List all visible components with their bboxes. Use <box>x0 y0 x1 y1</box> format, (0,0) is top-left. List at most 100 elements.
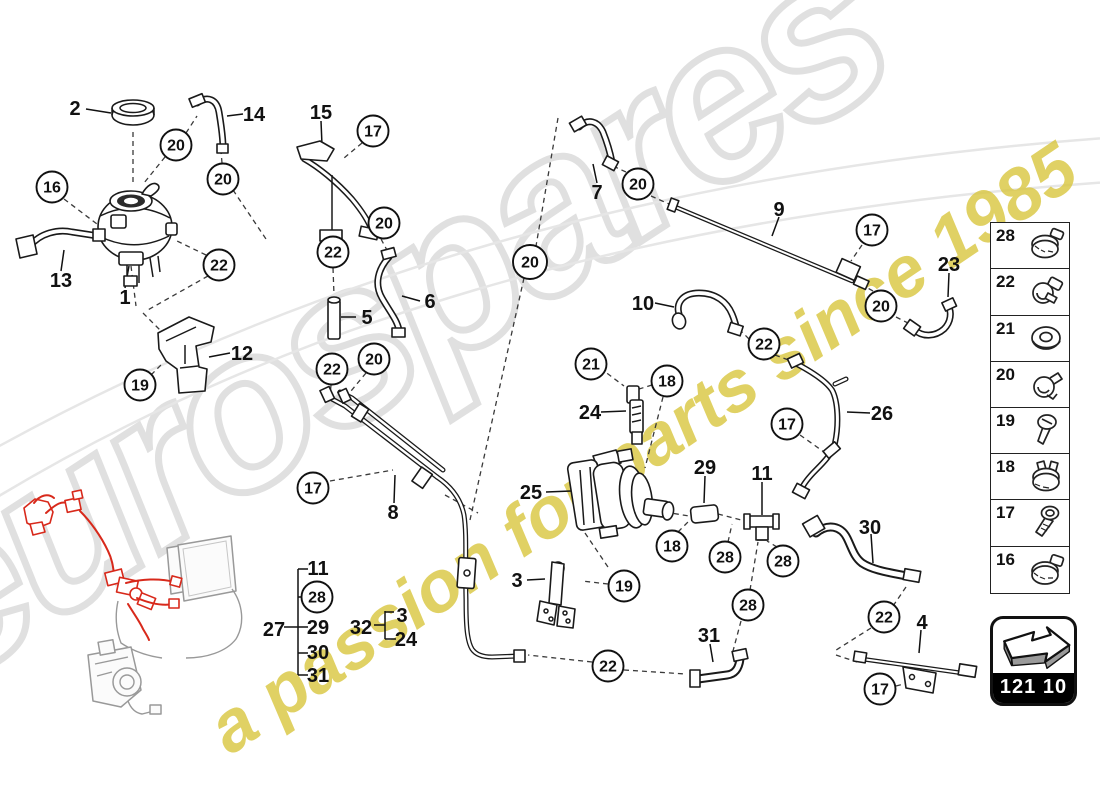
part-callout-number: 20 <box>521 255 539 272</box>
part-callout-number: 20 <box>872 299 890 316</box>
part-number-label-6[interactable]: 6 <box>424 291 435 313</box>
part-callout-22[interactable]: 22 <box>867 600 901 634</box>
spring-clip-icon <box>1025 364 1069 406</box>
part-callout-17[interactable]: 17 <box>770 407 804 441</box>
part-number-label-32[interactable]: 32 <box>350 617 372 639</box>
part-drawing-bracket-3 <box>536 561 576 629</box>
legend-item-22[interactable]: 22 <box>990 268 1070 317</box>
part-number-label-25[interactable]: 25 <box>520 482 542 504</box>
diagram-code-box[interactable]: 121 10 <box>990 616 1077 706</box>
part-drawing-pipe-8 <box>319 385 526 663</box>
legend-item-number: 22 <box>996 272 1015 292</box>
legend-item-19[interactable]: 19 <box>990 407 1070 456</box>
part-callout-28[interactable]: 28 <box>766 544 800 578</box>
part-callout-20[interactable]: 20 <box>864 289 898 323</box>
part-number-label-31[interactable]: 31 <box>307 665 329 687</box>
part-callout-28[interactable]: 28 <box>731 588 765 622</box>
part-drawing-pipe-9 <box>666 197 870 291</box>
part-callout-number: 28 <box>716 550 734 567</box>
part-callout-28[interactable]: 28 <box>708 540 742 574</box>
part-number-label-31[interactable]: 31 <box>698 625 720 647</box>
part-number-label-11[interactable]: 11 <box>307 558 328 580</box>
part-number-label-29[interactable]: 29 <box>694 457 716 479</box>
part-callout-28[interactable]: 28 <box>300 580 334 614</box>
part-drawing-cap-2 <box>111 99 155 126</box>
part-callout-number: 19 <box>131 378 149 395</box>
part-callout-22[interactable]: 22 <box>315 352 349 386</box>
part-callout-18[interactable]: 18 <box>655 529 689 563</box>
part-callout-20[interactable]: 20 <box>621 167 655 201</box>
part-number-label-30[interactable]: 30 <box>859 517 881 539</box>
part-callout-17[interactable]: 17 <box>855 213 889 247</box>
part-callout-22[interactable]: 22 <box>316 235 350 269</box>
legend-item-number: 21 <box>996 318 1015 338</box>
part-number-label-27[interactable]: 27 <box>263 619 285 641</box>
watermark: eurospares a passion for parts since 198… <box>0 0 1100 769</box>
part-callout-number: 17 <box>778 417 796 434</box>
part-callout-number: 19 <box>615 579 633 596</box>
part-callout-20[interactable]: 20 <box>159 128 193 162</box>
part-number-label-15[interactable]: 15 <box>310 102 332 124</box>
part-number-label-2[interactable]: 2 <box>69 98 80 120</box>
part-number-label-3[interactable]: 3 <box>511 570 522 592</box>
part-number-label-13[interactable]: 13 <box>50 270 72 292</box>
part-drawing-bracket-12 <box>157 316 215 394</box>
legend-item-20[interactable]: 20 <box>990 360 1070 409</box>
part-callout-20[interactable]: 20 <box>357 342 391 376</box>
part-number-label-23[interactable]: 23 <box>938 254 960 276</box>
part-number-label-26[interactable]: 26 <box>871 403 893 425</box>
part-number-label-29[interactable]: 29 <box>307 617 329 639</box>
part-callout-number: 22 <box>875 610 893 627</box>
part-number-label-10[interactable]: 10 <box>632 293 654 315</box>
part-callout-20[interactable]: 20 <box>512 244 548 280</box>
part-callout-16[interactable]: 16 <box>35 170 69 204</box>
part-drawing-t-piece-11 <box>743 513 780 541</box>
part-callout-18[interactable]: 18 <box>650 364 684 398</box>
legend-item-17[interactable]: 17 <box>990 499 1070 548</box>
part-callout-19[interactable]: 19 <box>607 569 641 603</box>
part-number-label-24[interactable]: 24 <box>395 629 418 651</box>
legend-item-28[interactable]: 28 <box>990 222 1070 271</box>
part-callout-22[interactable]: 22 <box>747 327 781 361</box>
part-number-label-4[interactable]: 4 <box>916 612 928 634</box>
part-number-label-5[interactable]: 5 <box>361 307 372 329</box>
legend-item-21[interactable]: 21 <box>990 314 1070 363</box>
part-callout-20[interactable]: 20 <box>206 162 240 196</box>
part-callout-21[interactable]: 21 <box>574 347 608 381</box>
dashed-leader-lines <box>63 115 909 687</box>
part-callout-number: 17 <box>364 124 382 141</box>
legend-item-number: 17 <box>996 503 1015 523</box>
part-callout-22[interactable]: 22 <box>202 248 236 282</box>
ecu-and-pump-assembly-drawing <box>87 535 243 715</box>
part-callout-number: 20 <box>629 177 647 194</box>
part-callout-17[interactable]: 17 <box>356 114 390 148</box>
part-number-label-8[interactable]: 8 <box>387 502 398 524</box>
legend-item-number: 20 <box>996 364 1015 384</box>
part-number-label-9[interactable]: 9 <box>773 199 784 221</box>
part-callout-17[interactable]: 17 <box>296 471 330 505</box>
part-drawing-hose-10 <box>671 312 745 337</box>
part-number-label-24[interactable]: 24 <box>579 402 602 424</box>
legend-item-18[interactable]: 18 <box>990 453 1070 502</box>
band-clamp-icon <box>1025 456 1069 498</box>
part-drawing-expansion-tank-1 <box>97 182 178 287</box>
part-number-label-7[interactable]: 7 <box>591 182 602 204</box>
part-number-label-12[interactable]: 12 <box>231 343 253 365</box>
part-drawing-elbow-31 <box>689 647 749 688</box>
part-callout-number: 21 <box>582 357 600 374</box>
part-callout-20[interactable]: 20 <box>367 206 401 240</box>
part-callout-22[interactable]: 22 <box>591 649 625 683</box>
part-number-label-14[interactable]: 14 <box>243 104 266 126</box>
grommet-icon <box>1025 318 1069 360</box>
part-number-label-30[interactable]: 30 <box>307 642 329 664</box>
legend-item-16[interactable]: 16 <box>990 545 1070 594</box>
part-number-label-3[interactable]: 3 <box>396 605 407 627</box>
part-number-label-1[interactable]: 1 <box>119 287 130 309</box>
part-callout-number: 22 <box>755 337 773 354</box>
part-callout-17[interactable]: 17 <box>863 672 897 706</box>
part-callout-number: 20 <box>365 352 383 369</box>
part-callout-19[interactable]: 19 <box>123 368 157 402</box>
part-number-label-11[interactable]: 11 <box>751 463 772 485</box>
